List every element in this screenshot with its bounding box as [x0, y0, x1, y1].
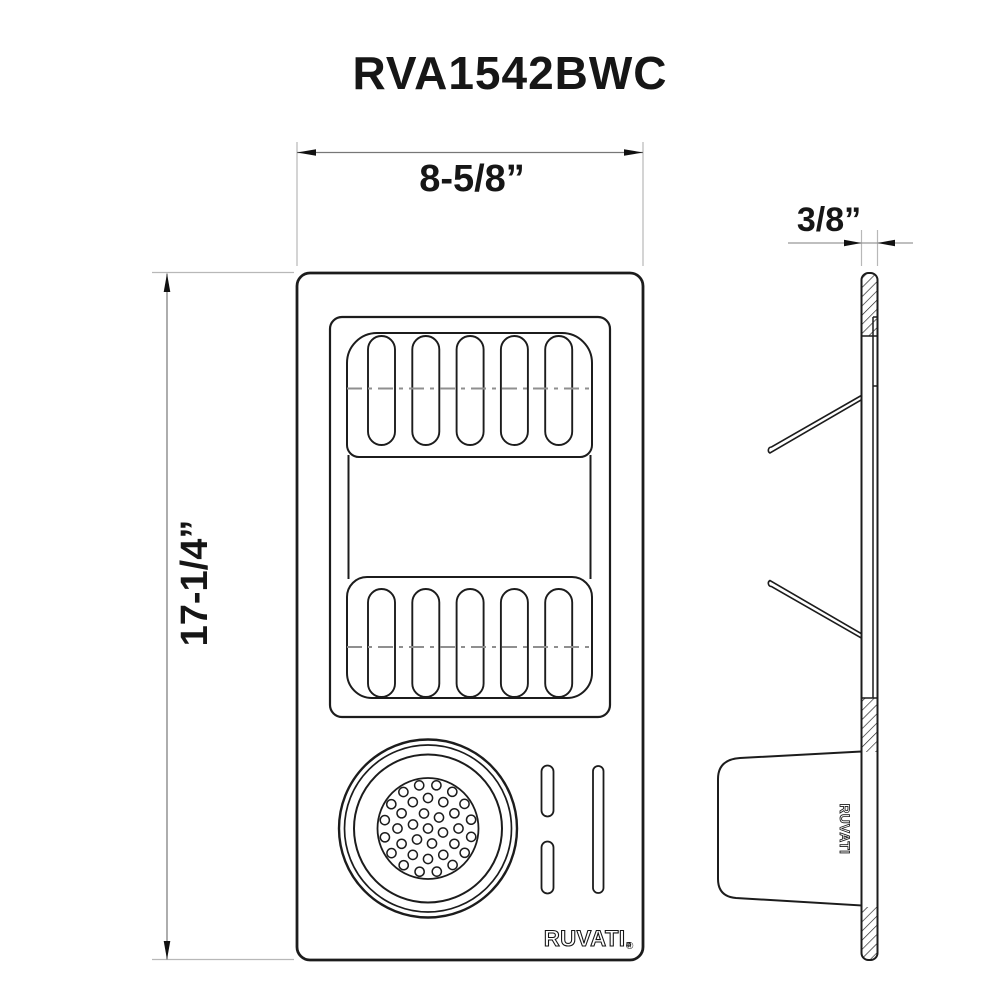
knife-slot-1 [540, 764, 555, 818]
cross-section-bar [860, 272, 879, 961]
width-arrow-left [297, 149, 316, 156]
rack-slot [411, 588, 441, 698]
colander-hole [411, 834, 423, 845]
colander-hole [386, 847, 397, 859]
colander-hole [465, 814, 477, 826]
rack-slot [367, 335, 396, 446]
thickness-arrow-right [877, 239, 895, 247]
width-dimension-label: 8-5/8” [419, 158, 525, 200]
colander-hole [431, 866, 443, 877]
rack-slot [499, 588, 529, 698]
width-arrow-right [624, 149, 643, 156]
front-view: RUVATI. ® [295, 271, 645, 962]
colander-hole [398, 859, 410, 871]
registered-mark-front: ® [626, 941, 634, 952]
page-title: RVA1542BWC [352, 47, 667, 99]
rack-slot [455, 588, 485, 698]
colander-hole [422, 823, 434, 834]
colander-ring-2 [343, 744, 513, 913]
dimension-annotations: 8-5/8” 17-1/4” 3/8” [152, 142, 913, 961]
rack-top-slots [367, 335, 574, 446]
rack-bottom-slots [367, 588, 574, 698]
colander-hole [418, 808, 430, 819]
colander-hole [437, 796, 449, 808]
side-ruvati-logo: RUVATI [837, 804, 852, 855]
colander-hole [422, 792, 434, 804]
colander-hole [447, 859, 458, 871]
knife-slot-2 [540, 840, 555, 895]
colander-hole [449, 807, 460, 819]
colander-hole [437, 849, 449, 861]
colander-hole [398, 786, 409, 798]
rack-slot [544, 588, 574, 698]
colander-hole [413, 780, 425, 791]
rack-arm-top [767, 385, 878, 454]
colander-hole [407, 849, 419, 861]
colander-hole [431, 779, 442, 791]
colander-ring-3 [353, 753, 503, 904]
colander-hole [407, 819, 419, 830]
colander-hole [385, 798, 397, 810]
colander-hole [379, 831, 391, 843]
colander-hole [433, 812, 445, 823]
colander-outer-ring [337, 738, 519, 919]
colander-hole [414, 866, 425, 878]
height-arrow-bottom [163, 941, 171, 960]
colander-hole [379, 814, 391, 826]
rack-slot [455, 335, 485, 446]
thickness-arrow-left [844, 239, 862, 247]
colander-hole [459, 847, 471, 859]
colander-hole [396, 807, 407, 819]
rack-slot [544, 335, 574, 446]
colander-holes [379, 779, 477, 878]
colander-hole [407, 796, 419, 808]
colander-perforated-area [376, 777, 480, 880]
colander-hole [437, 827, 449, 838]
thickness-dimension-label: 3/8” [797, 201, 861, 239]
rack-arm-bottom [767, 579, 878, 648]
rack-slot [411, 335, 441, 446]
colander-hole [459, 798, 470, 810]
colander-hole [453, 823, 464, 834]
height-arrow-top [163, 273, 171, 292]
colander-hole [446, 786, 458, 798]
rack-slot [367, 588, 396, 698]
colander-hole [449, 838, 460, 850]
hatch-fill-bottom [861, 907, 878, 960]
height-dimension-label: 17-1/4” [174, 520, 216, 647]
colander-bin-profile [717, 750, 863, 907]
colander-hole [396, 838, 407, 850]
hatch-fill-middle [861, 698, 878, 752]
front-ruvati-logo: RUVATI. [544, 926, 632, 951]
long-slot [592, 765, 605, 894]
colander-hole [422, 853, 434, 865]
hatch-fill-top [861, 273, 878, 336]
colander-hole [426, 838, 438, 849]
colander-hole [392, 823, 403, 834]
side-view: RUVATI [717, 272, 879, 961]
rack-slot [499, 335, 529, 446]
colander-hole [465, 831, 477, 843]
